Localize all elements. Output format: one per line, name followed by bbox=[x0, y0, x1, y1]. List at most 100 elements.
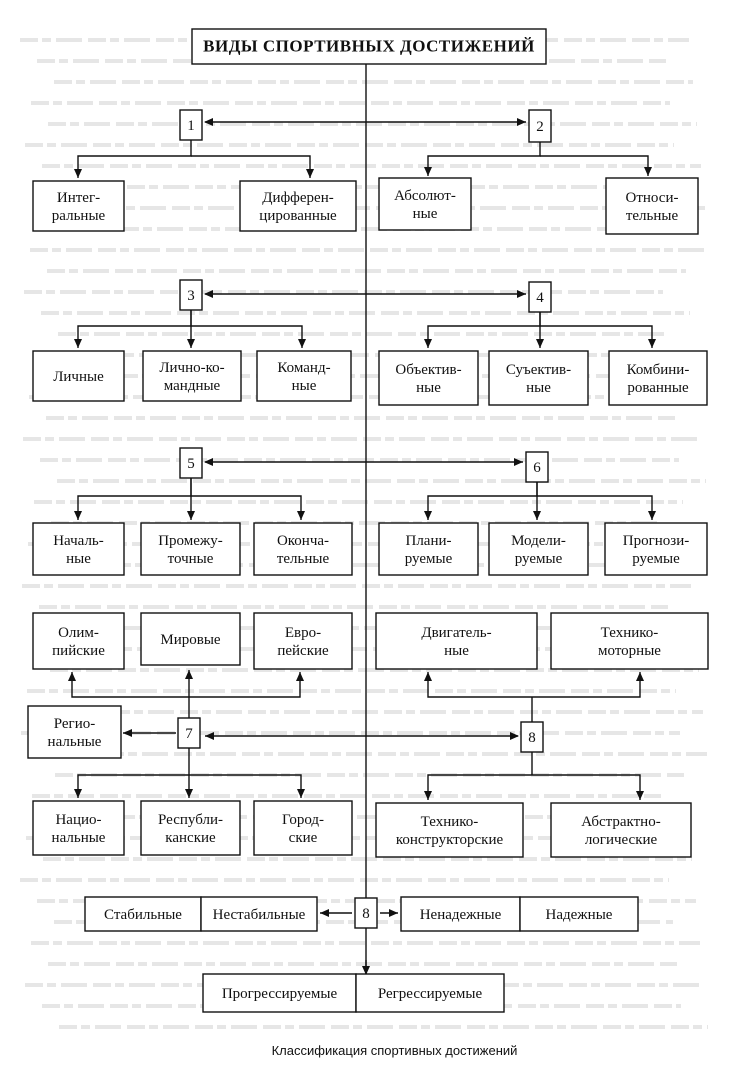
box-combined-line-2: рованные bbox=[627, 380, 689, 396]
link-7-national bbox=[74, 774, 189, 798]
box-relative-line-1: Относи- bbox=[626, 190, 679, 206]
branch-2-left bbox=[424, 142, 541, 176]
box-personal-line-1: Личные bbox=[53, 369, 104, 385]
number-box-8-bottom: 8 bbox=[354, 897, 378, 929]
box-european: Евро-пейские bbox=[253, 612, 353, 670]
box-european-frame bbox=[253, 612, 353, 670]
box-modeled: Модели-руемые bbox=[488, 522, 589, 576]
box-regional-line-2: нальные bbox=[48, 734, 102, 750]
box-subjective-line-2: ные bbox=[526, 380, 551, 396]
box-national-line-1: Нацио- bbox=[55, 812, 101, 828]
box-city: Город-ские bbox=[253, 800, 353, 856]
box-republic-line-1: Республи- bbox=[158, 812, 223, 828]
box-republic: Республи-канские bbox=[140, 800, 241, 856]
box-motor: Двигатель-ные bbox=[375, 612, 538, 670]
box-relative-line-2: тельные bbox=[626, 208, 679, 224]
box-team-line-1: Команд- bbox=[277, 360, 330, 376]
box-olympic-line-1: Олим- bbox=[58, 625, 99, 641]
box-objective-line-1: Объектив- bbox=[395, 362, 461, 378]
box-planned-frame bbox=[378, 522, 479, 576]
box-personal-team-line-2: мандные bbox=[164, 378, 221, 394]
box-differentiated-line-2: цированные bbox=[259, 208, 337, 224]
box-personal-team-frame bbox=[142, 350, 242, 402]
number-box-2: 2 bbox=[528, 109, 552, 143]
box-stable-line-1: Стабильные bbox=[104, 907, 182, 923]
number-box-5-line-1: 5 bbox=[187, 456, 195, 472]
box-national-line-2: нальные bbox=[52, 830, 106, 846]
link-8-motor bbox=[424, 672, 532, 698]
box-forecast-line-2: руемые bbox=[632, 551, 680, 567]
box-technical-constructive-frame bbox=[375, 802, 524, 858]
box-subjective: Суъектив-ные bbox=[488, 350, 589, 406]
box-personal: Личные bbox=[32, 350, 125, 402]
title-box-line-1: ВИДЫ СПОРТИВНЫХ ДОСТИЖЕНИЙ bbox=[203, 37, 535, 56]
link-8-constructive bbox=[424, 774, 532, 800]
number-box-7: 7 bbox=[177, 717, 201, 749]
title-box-frame bbox=[191, 28, 547, 65]
box-integral-frame bbox=[32, 180, 125, 232]
box-technical-motor-frame bbox=[550, 612, 709, 670]
branch-5-right bbox=[191, 495, 305, 520]
box-technical-motor-line-1: Технико- bbox=[601, 625, 659, 641]
box-unreliable: Ненадежные bbox=[400, 896, 521, 932]
box-absolute-line-2: ные bbox=[413, 206, 438, 222]
branch-3-right bbox=[191, 325, 306, 348]
box-relative-frame bbox=[605, 177, 699, 235]
box-city-line-1: Город- bbox=[282, 812, 324, 828]
box-forecast-frame bbox=[604, 522, 708, 576]
box-final-frame bbox=[253, 522, 353, 576]
number-box-5: 5 bbox=[179, 447, 203, 479]
box-integral: Интег-ральные bbox=[32, 180, 125, 232]
box-motor-frame bbox=[375, 612, 538, 670]
box-intermediate: Промежу-точные bbox=[140, 522, 241, 576]
box-intermediate-line-2: точные bbox=[168, 551, 214, 567]
box-reliable: Надежные bbox=[519, 896, 639, 932]
box-national: Нацио-нальные bbox=[32, 800, 125, 856]
branch-2-right bbox=[540, 155, 652, 176]
box-regional-frame bbox=[27, 705, 122, 759]
box-abstract-logical-line-1: Абстрактно- bbox=[581, 814, 660, 830]
box-absolute: Абсолют-ные bbox=[378, 177, 472, 231]
branch-3-left bbox=[74, 310, 192, 348]
box-modeled-frame bbox=[488, 522, 589, 576]
box-regressive-line-1: Регрессируемые bbox=[378, 986, 483, 1002]
box-combined-line-1: Комбини- bbox=[627, 362, 690, 378]
box-abstract-logical-line-2: логические bbox=[585, 832, 658, 848]
box-initial-frame bbox=[32, 522, 125, 576]
figure-caption-text: Классификация спортивных достижений bbox=[271, 1043, 518, 1058]
box-abstract-logical-frame bbox=[550, 802, 692, 858]
box-stable: Стабильные bbox=[84, 896, 202, 932]
box-technical-motor: Технико-моторные bbox=[550, 612, 709, 670]
number-box-4: 4 bbox=[528, 281, 552, 313]
box-world: Мировые bbox=[140, 612, 241, 666]
figure-caption: Классификация спортивных достижений bbox=[0, 1043, 729, 1058]
number-box-8-right: 8 bbox=[520, 721, 544, 753]
box-objective: Объектив-ные bbox=[378, 350, 479, 406]
number-box-3-line-1: 3 bbox=[187, 288, 195, 304]
box-personal-team-line-1: Лично-ко- bbox=[159, 360, 224, 376]
box-republic-frame bbox=[140, 800, 241, 856]
box-regressive: Регрессируемые bbox=[355, 973, 505, 1013]
number-box-3: 3 bbox=[179, 279, 203, 311]
box-stable-frame bbox=[84, 896, 202, 932]
box-initial: Началь-ные bbox=[32, 522, 125, 576]
branch-6-right bbox=[537, 495, 656, 520]
box-forecast-line-1: Прогнози- bbox=[623, 533, 689, 549]
box-unreliable-frame bbox=[400, 896, 521, 932]
box-technical-constructive-line-1: Технико- bbox=[421, 814, 479, 830]
link-8-technical-motor bbox=[532, 672, 644, 698]
branch-4-right bbox=[540, 325, 656, 348]
link-7-european bbox=[189, 672, 304, 698]
box-objective-line-2: ные bbox=[416, 380, 441, 396]
box-personal-team: Лично-ко-мандные bbox=[142, 350, 242, 402]
number-box-2-line-1: 2 bbox=[536, 119, 544, 135]
box-technical-constructive: Технико-конструкторские bbox=[375, 802, 524, 858]
box-initial-line-1: Началь- bbox=[53, 533, 104, 549]
branch-6-left bbox=[424, 482, 538, 520]
number-box-6-line-1: 6 bbox=[533, 460, 541, 476]
box-initial-line-2: ные bbox=[66, 551, 91, 567]
box-national-frame bbox=[32, 800, 125, 856]
box-regional: Регио-нальные bbox=[27, 705, 122, 759]
